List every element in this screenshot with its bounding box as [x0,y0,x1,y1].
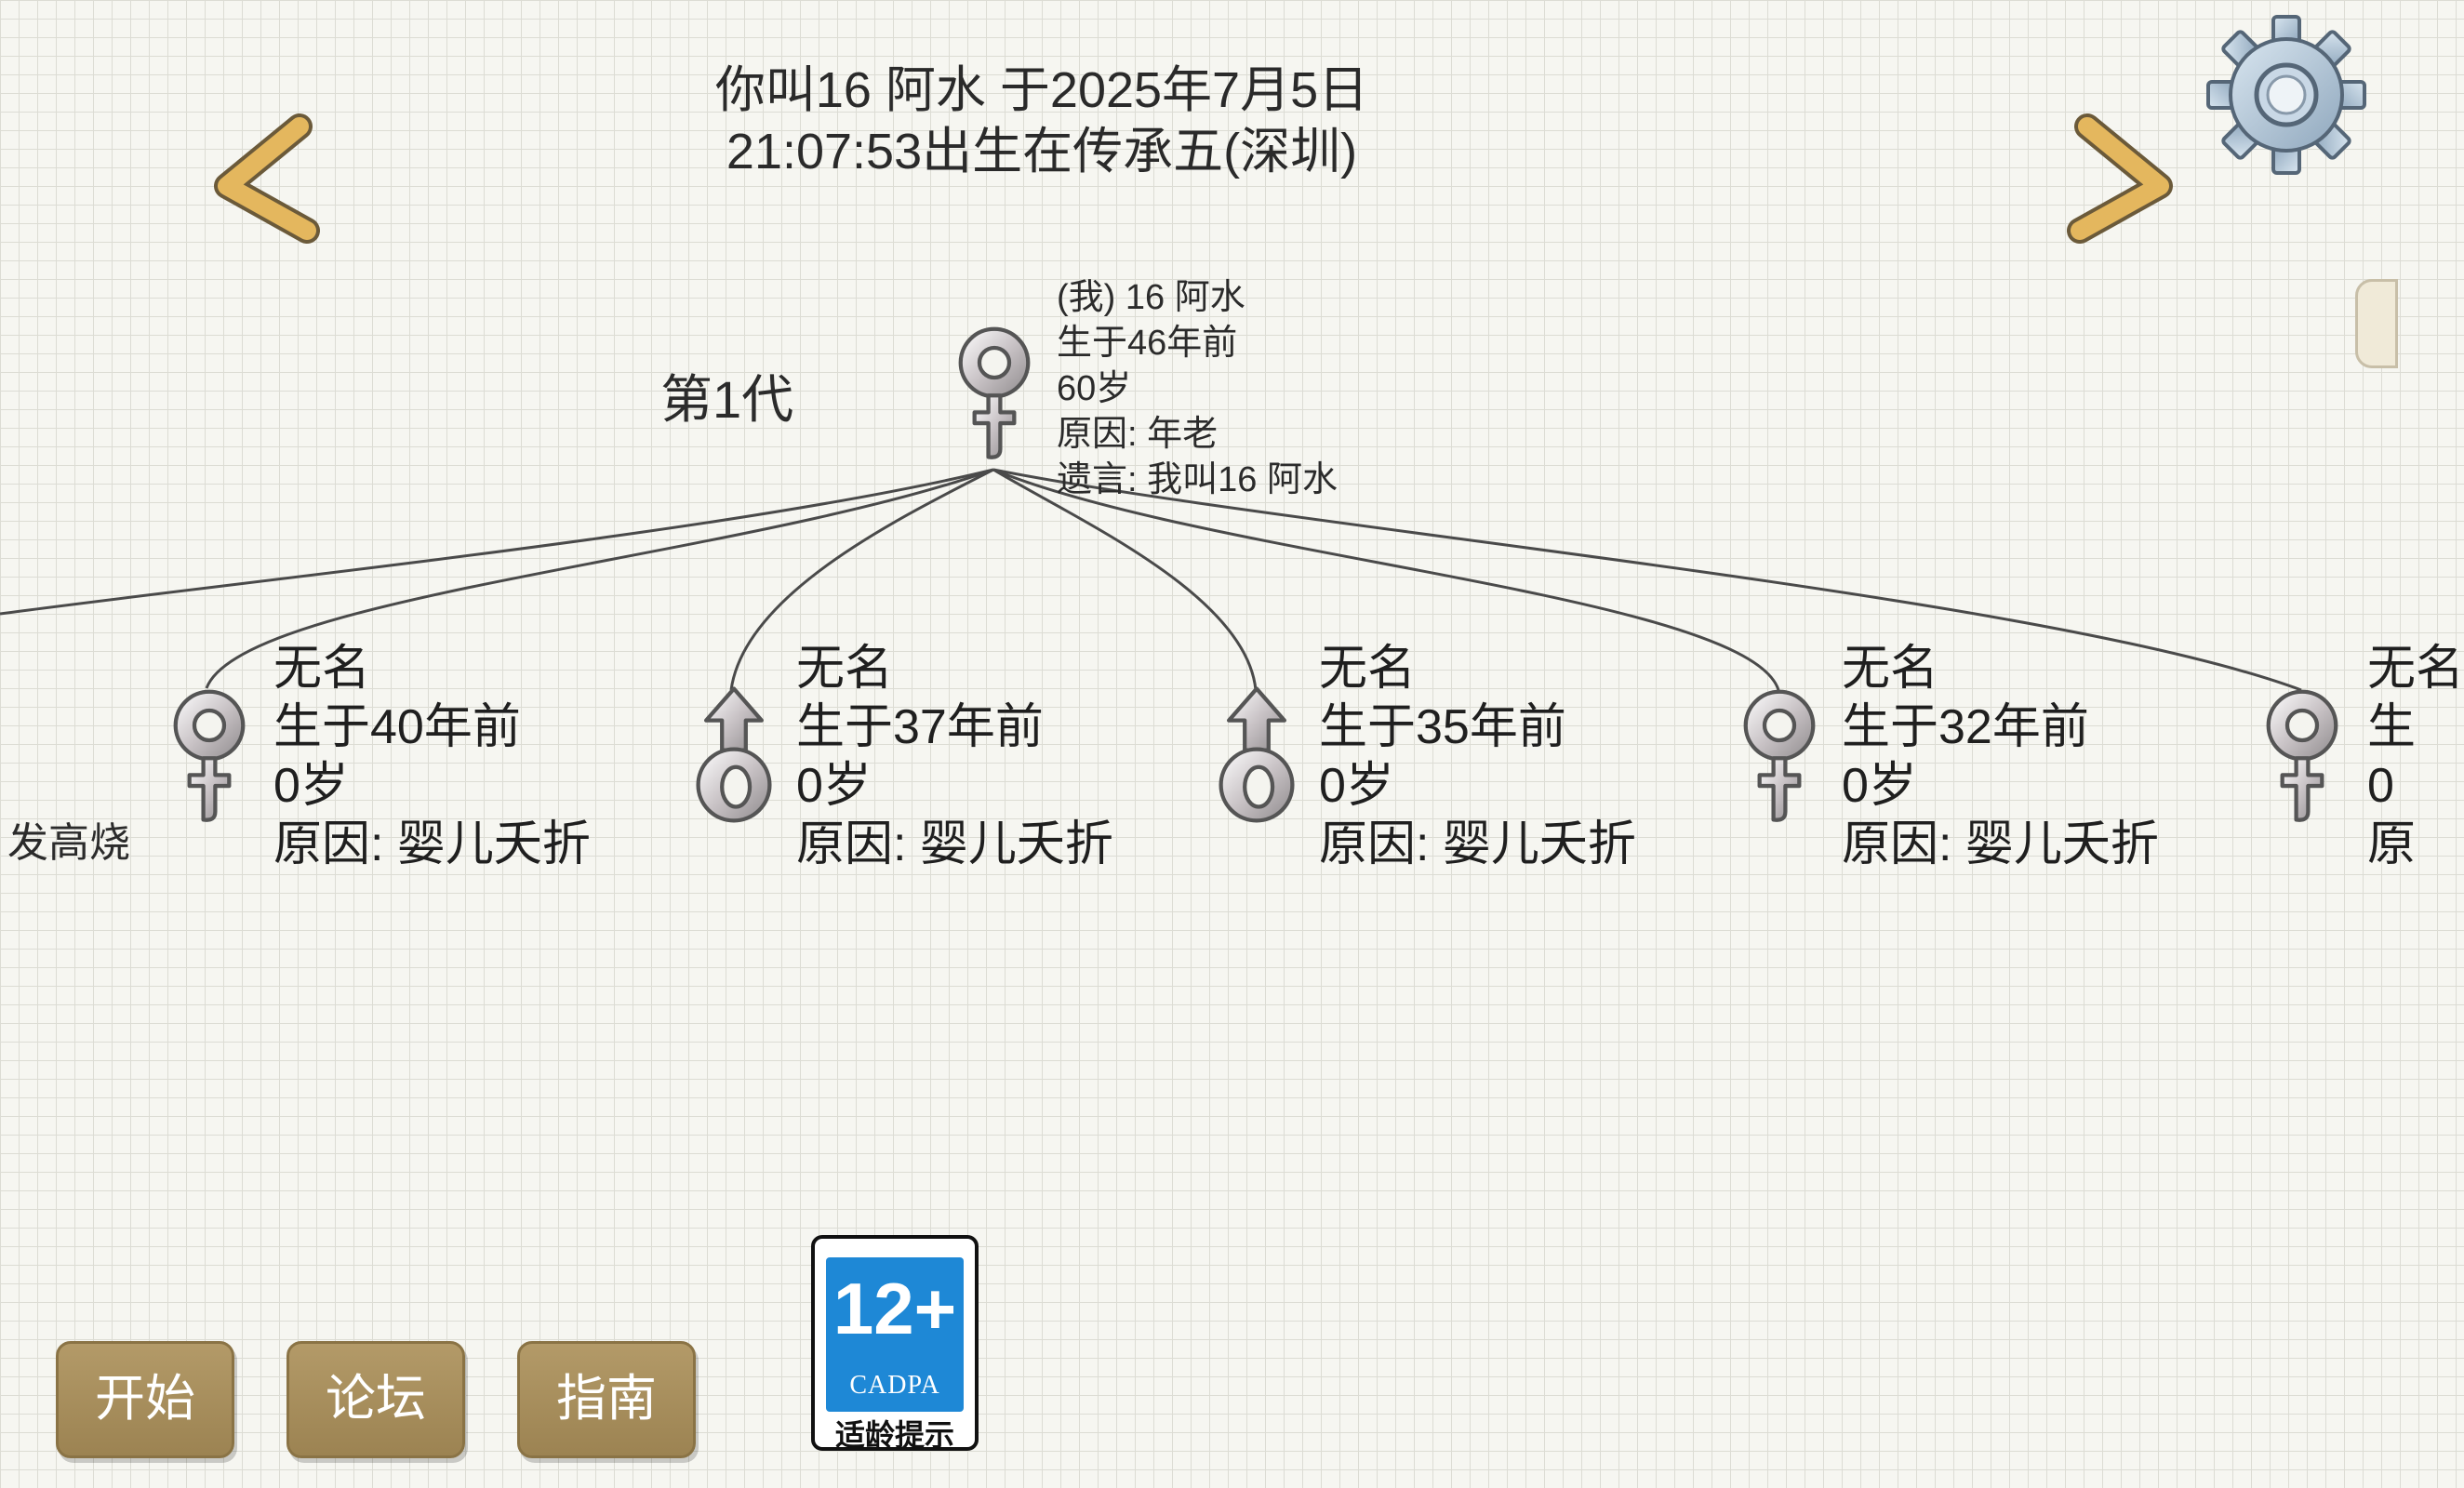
child-name: 无名 [2367,642,2464,696]
child-age: 0 [2367,759,2394,813]
child-age: 0岁 [273,759,349,813]
child-node[interactable] [1205,681,1308,830]
guide-button[interactable]: 指南 [517,1341,696,1458]
forum-button[interactable]: 论坛 [286,1341,465,1458]
child-born: 生于35年前 [1319,700,1566,754]
child-cause: 原 [2367,817,2417,871]
child-age: 0岁 [1842,759,1917,813]
chevron-right-icon [2067,113,2173,244]
child-born: 生于37年前 [796,700,1044,754]
child-age: 0岁 [1319,759,1394,813]
age-rating-org: CADPA [849,1371,940,1400]
child-info-partial: 无名 生 0 原 [2367,640,2464,874]
male-symbol-icon [1205,681,1308,830]
female-symbol-icon [1728,681,1831,830]
partial-left-text: 发高烧 [7,820,130,866]
child-node[interactable] [1728,681,1831,830]
chevron-left-icon [214,113,320,244]
female-symbol-icon [158,681,260,830]
male-symbol-icon [683,681,785,830]
child-name: 无名 [796,642,894,696]
ancestor-node[interactable] [943,318,1046,467]
age-rating-value: 12+ [832,1268,957,1349]
birth-info-title: 你叫16 阿水 于2025年7月5日 21:07:53出生在传承五(深圳) [521,60,1563,182]
child-info: 无名 生于37年前 0岁 原因: 婴儿夭折 [796,640,1113,874]
ancestor-born: 生于46年前 [1057,324,1238,363]
child-info: 无名 生于40年前 0岁 原因: 婴儿夭折 [273,640,591,874]
ancestor-cause: 原因: 年老 [1057,415,1219,454]
child-born: 生 [2367,700,2417,754]
female-symbol-icon [2251,681,2353,830]
child-cause: 原因: 婴儿夭折 [796,817,1113,871]
prev-button[interactable] [206,110,320,249]
ancestor-info: (我) 16 阿水 生于46年前 60岁 原因: 年老 遗言: 我叫16 阿水 [1057,275,1338,503]
child-name: 无名 [1842,642,1939,696]
child-node[interactable] [2251,681,2353,830]
child-cause: 原因: 婴儿夭折 [273,817,591,871]
start-button[interactable]: 开始 [56,1341,234,1458]
generation-label: 第1代 [660,370,794,429]
next-button[interactable] [2067,110,2180,249]
ancestor-name: (我) 16 阿水 [1057,278,1245,317]
side-drawer-tab[interactable] [2355,279,2398,368]
child-info: 无名 生于32年前 0岁 原因: 婴儿夭折 [1842,640,2159,874]
age-rating-panel: 12+ CADPA [826,1257,964,1412]
birth-info-line1: 你叫16 阿水 于2025年7月5日 [714,62,1369,118]
ancestor-age: 60岁 [1057,369,1132,408]
ancestor-will: 遗言: 我叫16 阿水 [1057,460,1338,499]
female-symbol-icon [943,318,1046,467]
child-age: 0岁 [796,759,872,813]
settings-button[interactable] [2204,13,2368,177]
child-info: 无名 生于35年前 0岁 原因: 婴儿夭折 [1319,640,1636,874]
child-cause: 原因: 婴儿夭折 [1842,817,2159,871]
gear-icon [2206,15,2366,175]
child-node[interactable] [683,681,785,830]
child-born: 生于32年前 [1842,700,2089,754]
child-name: 无名 [273,642,371,696]
age-rating-badge: 12+ CADPA 适龄提示 [811,1235,979,1452]
child-cause: 原因: 婴儿夭折 [1319,817,1636,871]
child-node[interactable] [158,681,260,830]
birth-info-line2: 21:07:53出生在传承五(深圳) [726,124,1358,179]
child-born: 生于40年前 [273,700,521,754]
child-name: 无名 [1319,642,1417,696]
age-rating-tip: 适龄提示 [834,1418,954,1452]
